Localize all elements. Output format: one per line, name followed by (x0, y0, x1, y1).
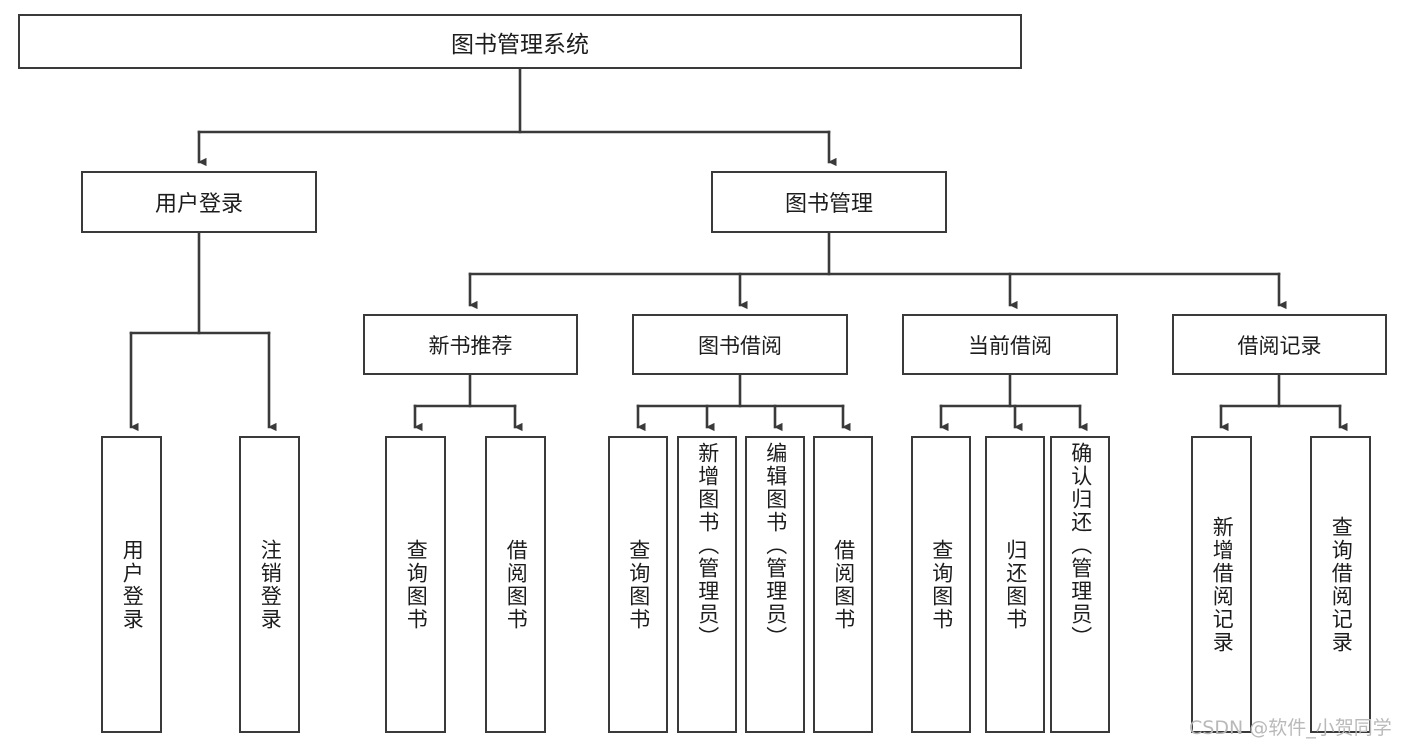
leaf-confirm-return-admin[interactable]: 确认归还（管理员） (1050, 436, 1110, 733)
node-label: 新书推荐 (428, 333, 513, 358)
leaf-label: 编辑图书（管理员） (763, 442, 788, 649)
node-user-login[interactable]: 用户登录 (81, 171, 317, 233)
node-label: 当前借阅 (968, 333, 1052, 358)
node-label: 借阅记录 (1237, 333, 1322, 358)
leaf-query-borrow-record[interactable]: 查询借阅记录 (1310, 436, 1371, 733)
node-borrow-record[interactable]: 借阅记录 (1172, 314, 1387, 375)
leaf-query-book-borrow[interactable]: 查询图书 (608, 436, 668, 733)
csdn-watermark: CSDN @软件_小贺同学 (1189, 717, 1392, 739)
node-label: 图书管理系统 (451, 31, 589, 58)
leaf-add-book-admin[interactable]: 新增图书（管理员） (677, 436, 737, 733)
leaf-user-login[interactable]: 用户登录 (101, 436, 162, 733)
leaf-query-book-current[interactable]: 查询图书 (911, 436, 971, 733)
node-label: 图书借阅 (698, 333, 782, 358)
node-root-system[interactable]: 图书管理系统 (18, 14, 1022, 69)
node-label: 用户登录 (154, 192, 243, 217)
leaf-logout-login[interactable]: 注销登录 (239, 436, 300, 733)
leaf-label: 归还图书 (1003, 538, 1028, 631)
node-label: 图书管理 (784, 192, 873, 217)
node-book-borrow[interactable]: 图书借阅 (632, 314, 848, 375)
leaf-return-book[interactable]: 归还图书 (985, 436, 1045, 733)
leaf-label: 确认归还（管理员） (1068, 442, 1093, 649)
leaf-label: 新增借阅记录 (1210, 515, 1235, 654)
node-book-management[interactable]: 图书管理 (711, 171, 947, 233)
leaf-label: 用户登录 (120, 538, 145, 631)
leaf-borrow-book[interactable]: 借阅图书 (813, 436, 873, 733)
leaf-label: 查询图书 (404, 538, 429, 631)
leaf-label: 借阅图书 (504, 538, 529, 631)
leaf-borrow-book-rec[interactable]: 借阅图书 (485, 436, 546, 733)
leaf-query-book-rec[interactable]: 查询图书 (385, 436, 446, 733)
leaf-edit-book-admin[interactable]: 编辑图书（管理员） (745, 436, 805, 733)
leaf-label: 查询图书 (929, 538, 954, 631)
leaf-label: 新增图书（管理员） (695, 442, 720, 649)
leaf-add-borrow-record[interactable]: 新增借阅记录 (1191, 436, 1252, 733)
leaf-label: 查询图书 (626, 538, 651, 631)
leaf-label: 查询借阅记录 (1329, 515, 1354, 654)
node-current-borrow[interactable]: 当前借阅 (902, 314, 1118, 375)
leaf-label: 注销登录 (258, 538, 283, 631)
node-new-book-recommend[interactable]: 新书推荐 (363, 314, 578, 375)
leaf-label: 借阅图书 (831, 538, 856, 631)
